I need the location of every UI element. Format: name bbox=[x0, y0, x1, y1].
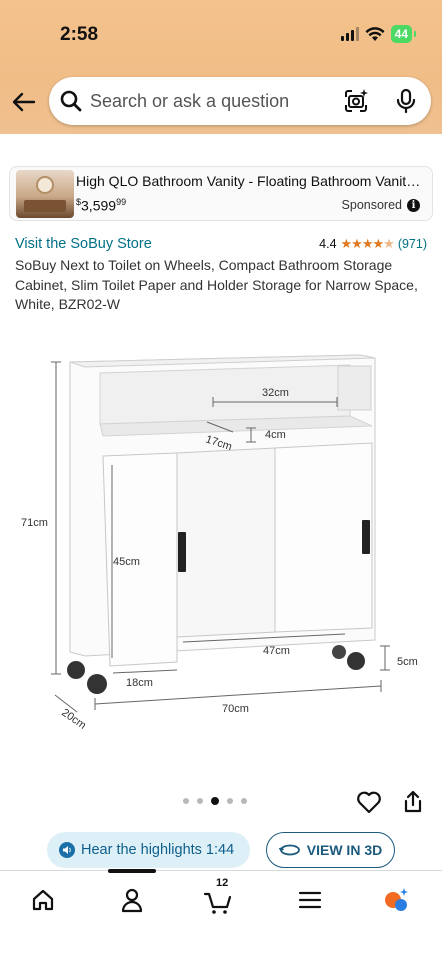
view-in-3d-label: VIEW IN 3D bbox=[306, 842, 383, 858]
menu-icon[interactable] bbox=[295, 885, 325, 915]
wheel bbox=[67, 645, 365, 694]
dim-shelf-width: 32cm bbox=[262, 387, 289, 399]
product-rating[interactable]: 4.4 ★★★★★ (971) bbox=[319, 236, 427, 252]
account-icon[interactable] bbox=[117, 885, 147, 915]
microphone-icon[interactable] bbox=[393, 88, 419, 114]
sponsored-ad[interactable]: High QLO Bathroom Vanity - Floating Bath… bbox=[9, 166, 433, 221]
cellular-signal-icon bbox=[340, 27, 359, 41]
star-rating-icon: ★★★★★ bbox=[340, 236, 395, 251]
dim-wheel-height: 5cm bbox=[397, 656, 418, 668]
carousel-dot[interactable] bbox=[241, 798, 247, 804]
home-icon[interactable] bbox=[28, 885, 58, 915]
cart-icon[interactable] bbox=[203, 885, 233, 915]
carousel-dot[interactable] bbox=[197, 798, 203, 804]
hear-highlights-button[interactable]: Hear the highlights 1:44 bbox=[47, 832, 250, 868]
search-input[interactable]: Search or ask a question bbox=[49, 77, 431, 125]
dim-shelf-gap: 4cm bbox=[265, 429, 286, 441]
wifi-icon bbox=[365, 26, 385, 41]
dim-door-width: 18cm bbox=[126, 677, 153, 689]
battery-indicator: 44 bbox=[390, 25, 417, 43]
store-link[interactable]: Visit the SoBuy Store bbox=[15, 236, 152, 252]
search-placeholder: Search or ask a question bbox=[90, 91, 290, 111]
heart-icon[interactable] bbox=[356, 789, 382, 815]
hear-highlights-label: Hear the highlights 1:44 bbox=[81, 842, 235, 858]
carousel-dot[interactable] bbox=[227, 798, 233, 804]
status-time: 2:58 bbox=[60, 24, 99, 45]
product-title: SoBuy Next to Toilet on Wheels, Compact … bbox=[15, 257, 418, 312]
dim-height: 71cm bbox=[21, 517, 48, 529]
ad-price: $3,59999 bbox=[76, 197, 127, 214]
back-arrow-icon[interactable] bbox=[10, 88, 38, 116]
header: 2:58 44 Search or ask a question bbox=[0, 0, 442, 134]
speaker-icon bbox=[59, 842, 75, 858]
status-icons: 44 bbox=[340, 25, 417, 43]
dim-slider-width: 47cm bbox=[263, 645, 290, 657]
rufus-ai-icon[interactable] bbox=[381, 885, 411, 915]
dim-depth: 20cm bbox=[59, 707, 88, 732]
cart-count-badge: 12 bbox=[216, 877, 229, 889]
carousel-dot[interactable] bbox=[183, 798, 189, 804]
door-handle-left bbox=[178, 532, 186, 572]
view-in-3d-button[interactable]: VIEW IN 3D bbox=[266, 832, 395, 868]
door-handle-right bbox=[362, 520, 370, 554]
image-carousel-dots[interactable] bbox=[183, 797, 247, 805]
ad-title: High QLO Bathroom Vanity - Floating Bath… bbox=[76, 173, 421, 189]
camera-lens-icon[interactable] bbox=[343, 88, 369, 114]
rating-value: 4.4 bbox=[319, 237, 337, 251]
carousel-dot-active[interactable] bbox=[211, 797, 219, 805]
product-image[interactable]: 71cm 32cm 4cm 17cm 45cm 47cm 5cm 18cm 20… bbox=[15, 340, 427, 740]
nav-active-indicator bbox=[108, 869, 156, 873]
info-icon[interactable]: i bbox=[407, 198, 420, 212]
ad-thumbnail bbox=[16, 170, 74, 218]
share-icon[interactable] bbox=[402, 789, 424, 815]
dim-door-height: 45cm bbox=[113, 556, 140, 568]
rating-count[interactable]: (971) bbox=[397, 237, 427, 251]
rotate-3d-icon bbox=[278, 844, 300, 856]
search-icon bbox=[60, 90, 82, 112]
bottom-navigation: 12 bbox=[0, 869, 442, 960]
sponsored-label[interactable]: Sponsored i bbox=[342, 198, 420, 212]
dim-width: 70cm bbox=[222, 703, 249, 715]
